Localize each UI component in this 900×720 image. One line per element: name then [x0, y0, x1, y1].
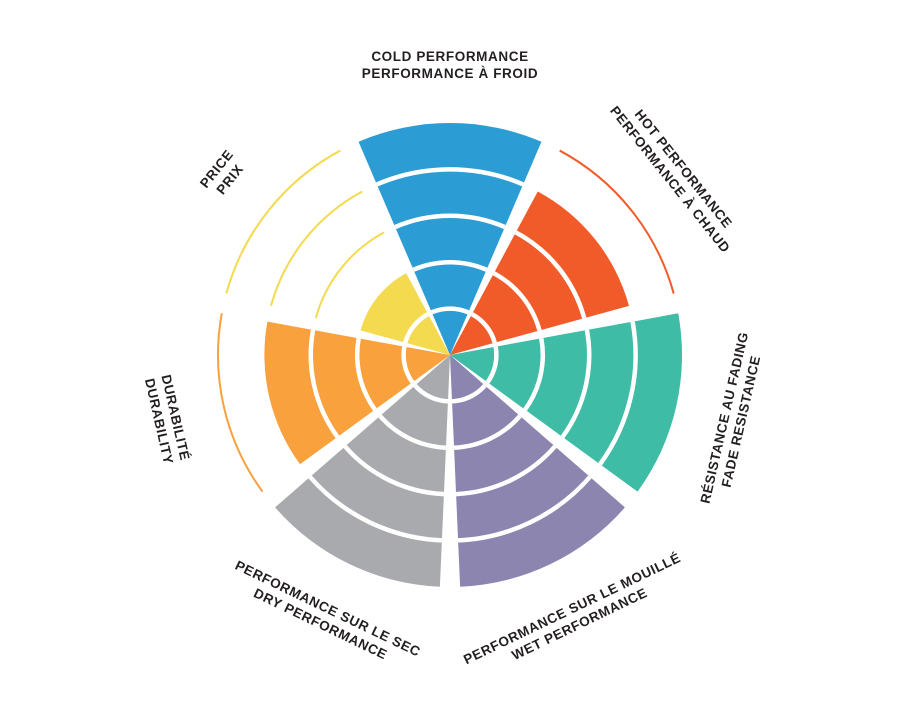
ring-separator	[394, 213, 506, 230]
sector-durability	[217, 313, 450, 493]
ring-separator	[413, 383, 449, 404]
ring-separator	[343, 444, 445, 497]
ring-outline	[314, 231, 385, 319]
ring-separator	[492, 271, 542, 332]
sector-fill-fade-resistance	[450, 313, 682, 492]
ring-separator	[453, 414, 522, 450]
sector-cold-performance	[358, 122, 542, 355]
ring-outline	[559, 149, 675, 294]
ring-outline	[225, 149, 341, 294]
ring-separator	[308, 329, 340, 439]
ring-separator	[375, 167, 525, 187]
sector-label-durability: DURABILITÉDURABILITY	[142, 373, 193, 466]
ring-separator	[598, 321, 638, 466]
sector-wet-performance	[450, 355, 625, 587]
ring-separator	[378, 414, 447, 450]
sector-price	[225, 149, 450, 355]
ring-separator	[354, 337, 377, 411]
sector-fade-resistance	[450, 313, 682, 492]
ring-separator	[457, 475, 592, 543]
ring-separator	[451, 383, 487, 404]
ring-separator	[485, 346, 499, 384]
sector-fill-price	[360, 273, 450, 355]
sector-fill-wet-performance	[450, 355, 625, 587]
ring-separator	[470, 312, 497, 344]
ring-separator	[412, 259, 488, 272]
sector-fill-cold-performance	[358, 122, 542, 355]
ring-separator	[523, 337, 546, 411]
ring-separator	[560, 329, 592, 439]
sector-dry-performance	[275, 355, 450, 587]
sector-label-price: PRICEPRIX	[197, 147, 250, 202]
ring-separator	[430, 306, 470, 315]
ring-separator	[401, 346, 415, 384]
sector-label-fade-resistance: RÉSISTANCE AU FADINGFADE RESISTANCE	[698, 330, 768, 508]
sector-label-hot-performance: HOT PERFORMANCEPERFORMANCE À CHAUD	[607, 93, 746, 256]
ring-outline	[270, 190, 363, 307]
sector-fill-dry-performance	[275, 355, 450, 587]
ring-separator	[455, 444, 557, 497]
ring-outline	[217, 313, 264, 493]
sector-hot-performance	[450, 149, 675, 355]
ring-separator	[308, 475, 443, 543]
ring-separator	[514, 230, 587, 319]
ring-separator	[403, 312, 430, 344]
